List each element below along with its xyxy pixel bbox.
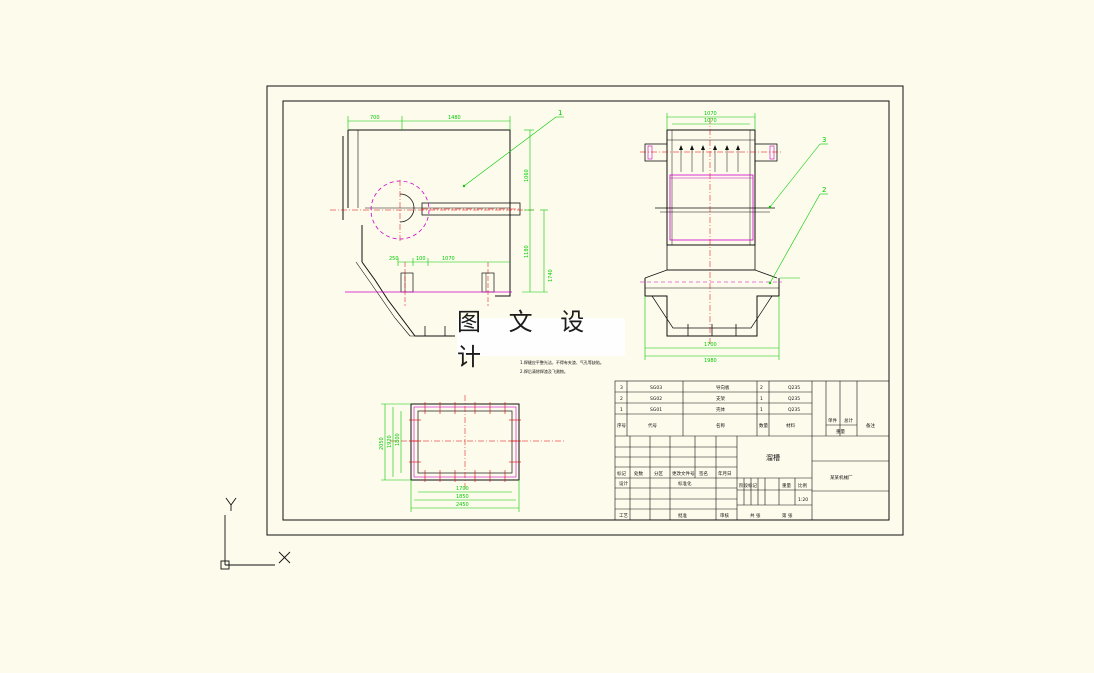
dim-side-bottom-a: 250 (389, 256, 399, 262)
rev-label-6: 年月日 (718, 470, 732, 477)
dim-side-vertical-lower: 1180 (524, 245, 530, 258)
balloon-1: 1 (558, 109, 562, 117)
drawing-name: 溜槽 (766, 453, 780, 462)
plan-view: 1700 1850 2450 2050 1920 1800 (379, 395, 565, 512)
title-block-text: 3 SG03 导向板 2 Q235 2 SG02 支架 1 Q235 1 SG0… (617, 384, 875, 519)
scale-value: 1:20 (798, 497, 808, 503)
parts-row-1-qty: 2 (760, 385, 763, 391)
dim-side-vertical-upper: 1060 (524, 169, 530, 182)
parts-row-3-code: SG01 (650, 407, 662, 413)
parts-row-2-material: Q235 (788, 396, 800, 402)
parts-row-2-code: SG02 (650, 396, 662, 402)
outer-border (266, 85, 904, 536)
dim-side-vertical-total: 1740 (548, 269, 554, 282)
balloon-3: 3 (822, 136, 826, 144)
parts-row-3-qty: 1 (760, 407, 763, 413)
parts-row-3-material: Q235 (788, 407, 800, 413)
dim-side-bottom-b: 100 (416, 256, 426, 262)
dim-plan-left-b: 1920 (387, 435, 393, 448)
rev-label-5: 签名 (699, 470, 708, 477)
sheet-total: 共 张 (750, 512, 761, 519)
parts-row-1-material: Q235 (788, 385, 800, 391)
dim-plan-left-c: 1800 (395, 433, 401, 446)
header-code: 代号 (648, 422, 657, 429)
note-1: 1.焊缝应平整光洁，不得有夹渣、气孔等缺陷。 (520, 359, 604, 365)
header-qty: 数量 (759, 422, 768, 429)
parts-row-1-code: SG03 (650, 385, 662, 391)
company-name: 某某机械厂 (830, 474, 853, 481)
dim-front-bottom-outer: 1980 (704, 358, 717, 364)
rev-label-2: 处数 (634, 470, 643, 477)
header-name: 名称 (716, 422, 725, 429)
dim-plan-bottom-b: 1850 (456, 494, 469, 500)
header-unit-weight: 单件 (828, 417, 837, 424)
ucs-icon (220, 497, 291, 570)
rev-label-1: 标记 (617, 470, 626, 477)
dim-front-top-inner: 1070 (704, 118, 717, 124)
rev-label-3: 分区 (654, 470, 663, 477)
dim-side-top-left: 700 (370, 115, 380, 121)
header-no: 序号 (617, 422, 626, 429)
sign-label-design: 设计 (619, 480, 628, 487)
header-remark: 备注 (866, 422, 875, 429)
sign-label-review: 审核 (720, 512, 729, 519)
dim-plan-bottom-c: 2450 (456, 502, 469, 508)
title-block (614, 380, 890, 521)
parts-row-1-no: 3 (620, 385, 623, 391)
rev-label-4: 更改文件号 (672, 470, 695, 477)
balloon-2: 2 (822, 186, 826, 194)
parts-row-2-qty: 1 (760, 396, 763, 402)
dim-side-bottom-c: 1070 (442, 256, 455, 262)
parts-row-3-no: 1 (620, 407, 623, 413)
header-material: 材料 (786, 422, 795, 429)
dim-front-top-outer: 1070 (704, 111, 717, 117)
parts-row-3-name: 壳体 (716, 406, 725, 413)
sign-label-standard: 标准化 (678, 480, 692, 487)
header-weight: 重量 (836, 428, 845, 435)
parts-row-1-name: 导向板 (716, 384, 730, 391)
parts-row-2-name: 支架 (716, 395, 725, 402)
header-total-weight: 总计 (844, 417, 853, 424)
watermark-label: 图 文 设 计 (457, 308, 625, 371)
front-view: 1070 1070 1700 1980 3 2 (640, 111, 828, 364)
dim-front-bottom-inner: 1700 (704, 342, 717, 348)
stage-label: 阶段标记 (739, 482, 757, 489)
side-view: 700 1480 1060 1180 1740 250 100 1070 1 (330, 109, 564, 337)
inner-border (282, 100, 890, 521)
note-2: 2.焊后清除焊渣及飞溅物。 (520, 368, 568, 374)
weight-label: 重量 (782, 482, 791, 489)
sheet-number: 第 张 (782, 512, 793, 519)
sign-label-approve: 批准 (678, 512, 687, 519)
dim-plan-left-a: 2050 (379, 437, 385, 450)
parts-row-2-no: 2 (620, 396, 623, 402)
scale-label: 比例 (798, 482, 807, 489)
dim-plan-bottom-a: 1700 (456, 486, 469, 492)
dim-side-top-right: 1480 (448, 115, 461, 121)
sign-label-process: 工艺 (619, 513, 628, 519)
